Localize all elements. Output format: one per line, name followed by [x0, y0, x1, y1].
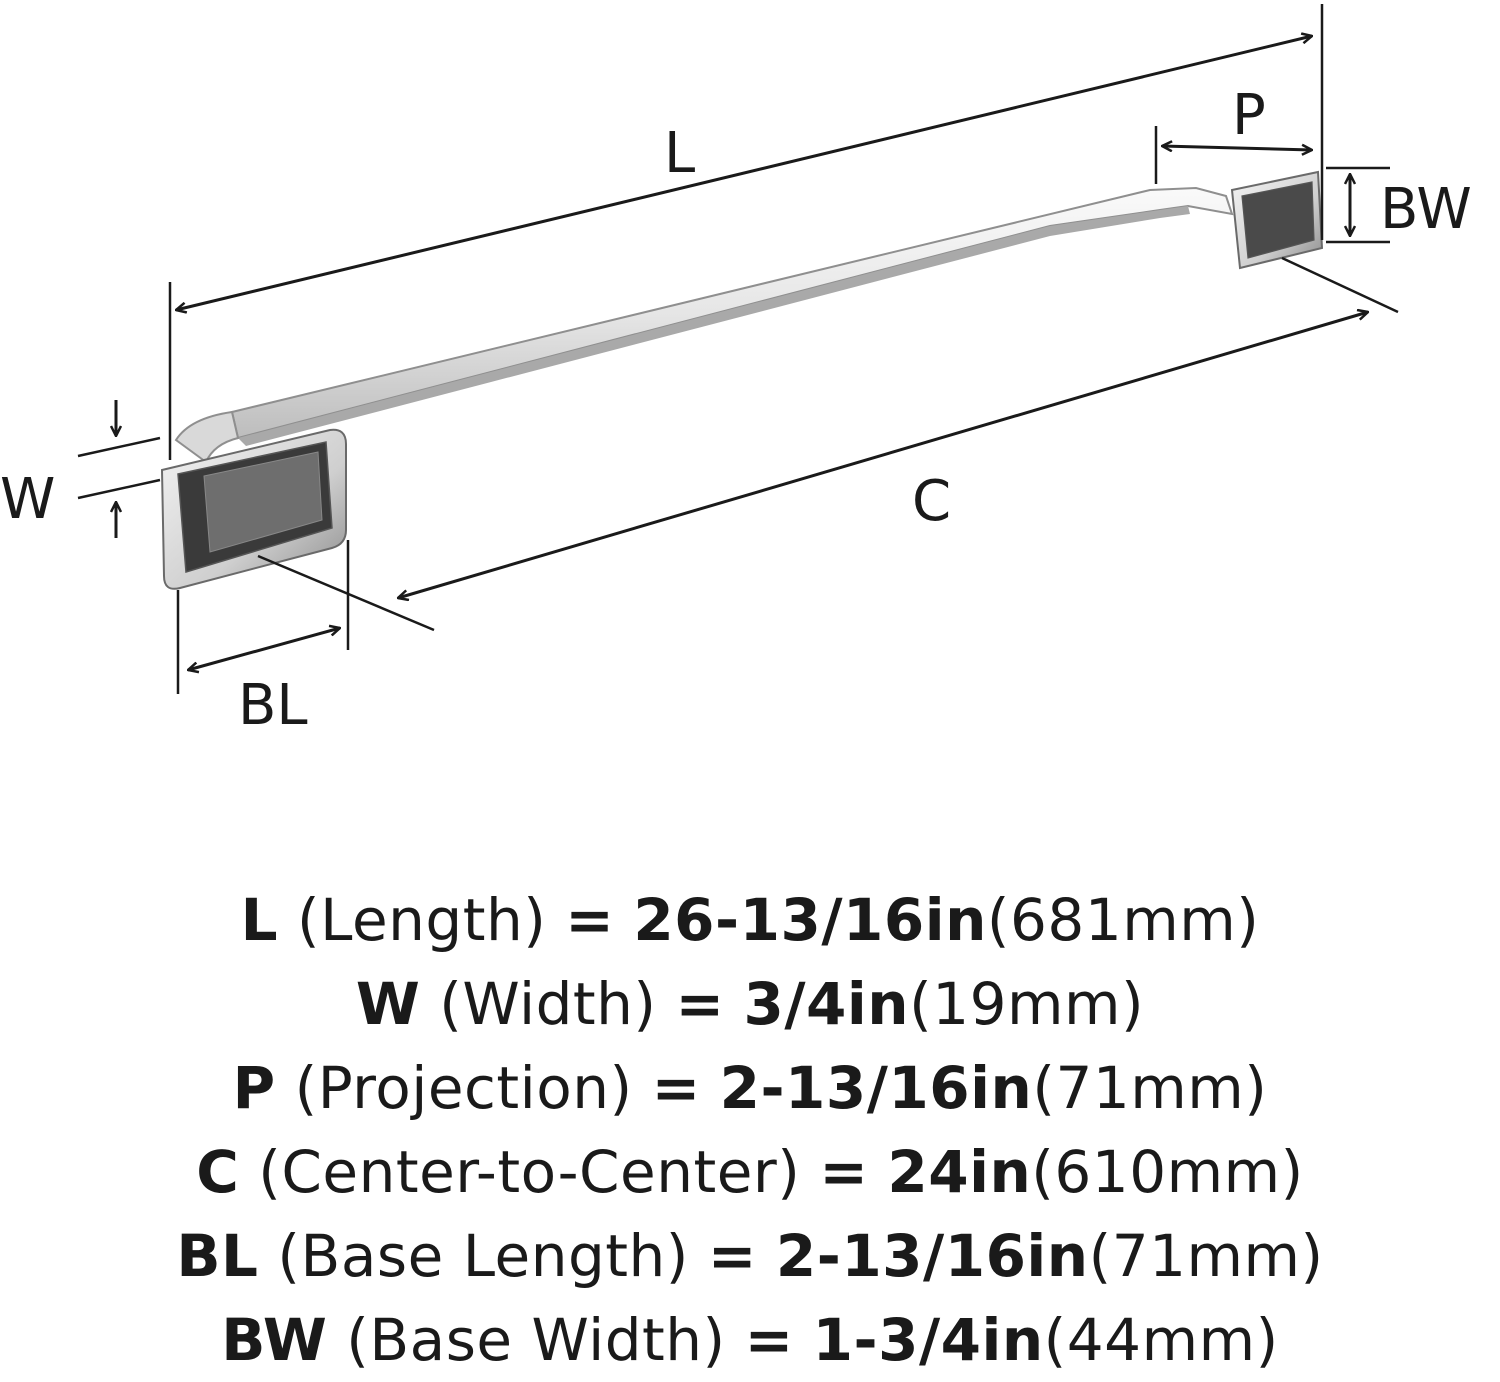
left-arm — [174, 410, 240, 464]
left-base-face — [203, 451, 323, 553]
dimension-P: P — [1154, 83, 1312, 184]
label-L: L — [664, 121, 695, 186]
spec-width: W (Width) = 3/4in(19mm) — [355, 970, 1145, 1038]
label-P: P — [1232, 83, 1266, 148]
towel-bar-diagram: L P BW W C BL — [0, 4, 1472, 738]
label-BW: BW — [1380, 177, 1472, 242]
spec-base-width: BW (Base Width) = 1-3/4in(44mm) — [221, 1306, 1279, 1374]
label-BL: BL — [238, 673, 308, 738]
spec-center-to-center: C (Center-to-Center) = 24in(610mm) — [196, 1138, 1304, 1206]
dimension-specs: L (Length) = 26-13/16in(681mm) W (Width)… — [0, 878, 1500, 1382]
dimension-W: W — [0, 400, 161, 538]
label-C: C — [912, 469, 951, 534]
bar-rail-shadow — [238, 206, 1190, 446]
label-W: W — [0, 467, 55, 532]
spec-length: L (Length) = 26-13/16in(681mm) — [240, 886, 1260, 954]
spec-base-length: BL (Base Length) = 2-13/16in(71mm) — [176, 1222, 1324, 1290]
dimension-BL: BL — [176, 540, 350, 738]
dimension-C: C — [257, 256, 1399, 632]
dimension-BW: BW — [1326, 166, 1472, 244]
dimension-L: L — [168, 4, 1324, 460]
towel-bar-illustration — [160, 170, 1324, 590]
spec-projection: P (Projection) = 2-13/16in(71mm) — [232, 1054, 1268, 1122]
